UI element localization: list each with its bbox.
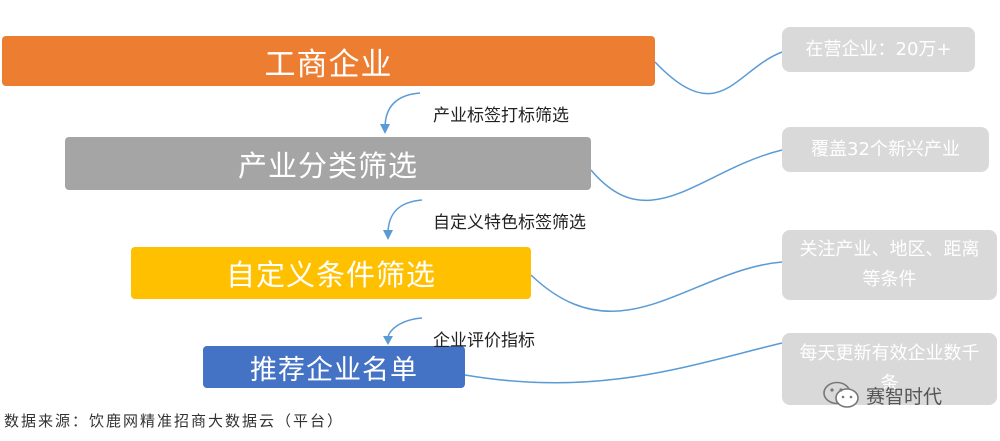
note-text: 在营企业：20万+ bbox=[805, 38, 952, 60]
step-arrow bbox=[384, 92, 421, 129]
callout-note: 在营企业：20万+ bbox=[782, 27, 975, 72]
callout-note: 每天更新有效企业数千条 bbox=[782, 333, 997, 405]
stage-label: 自定义条件筛选 bbox=[225, 258, 436, 292]
stage-label: 产业分类筛选 bbox=[237, 148, 418, 183]
arrow-head bbox=[383, 336, 393, 345]
stage-bar-industry-classification: 产业分类筛选 bbox=[65, 137, 591, 190]
callout-note: 关注产业、地区、距离等条件 bbox=[782, 230, 997, 300]
note-text: 覆盖32个新兴产业 bbox=[811, 138, 960, 160]
stage-label: 推荐企业名单 bbox=[250, 354, 418, 386]
step-label: 产业标签打标筛选 bbox=[433, 106, 569, 126]
step-label: 企业评价指标 bbox=[433, 331, 535, 351]
watermark-text: 赛智时代 bbox=[866, 385, 943, 408]
stage-bar-custom-conditions: 自定义条件筛选 bbox=[131, 247, 531, 299]
stage-bar-business-enterprises: 工商企业 bbox=[2, 36, 655, 86]
callout-note: 覆盖32个新兴产业 bbox=[782, 127, 989, 172]
stage-label: 工商企业 bbox=[264, 46, 393, 83]
note-text: 关注产业、地区、距离等条件 bbox=[799, 239, 980, 290]
arrow-head bbox=[383, 230, 393, 240]
arrow-head bbox=[380, 124, 390, 134]
stage-bar-recommended-list: 推荐企业名单 bbox=[203, 346, 465, 388]
connector-line bbox=[530, 261, 783, 313]
data-source-caption: 数据来源：饮鹿网精准招商大数据云（平台） bbox=[4, 412, 345, 430]
wechat-icon bbox=[823, 381, 859, 408]
step-arrow bbox=[387, 199, 423, 235]
connector-line bbox=[590, 149, 783, 202]
step-label: 自定义特色标签筛选 bbox=[433, 213, 586, 233]
wechat-watermark: 赛智时代 bbox=[822, 380, 942, 410]
step-arrow bbox=[387, 317, 423, 339]
note-text: 每天更新有效企业数千条 bbox=[799, 343, 980, 394]
connector-line bbox=[654, 51, 783, 95]
